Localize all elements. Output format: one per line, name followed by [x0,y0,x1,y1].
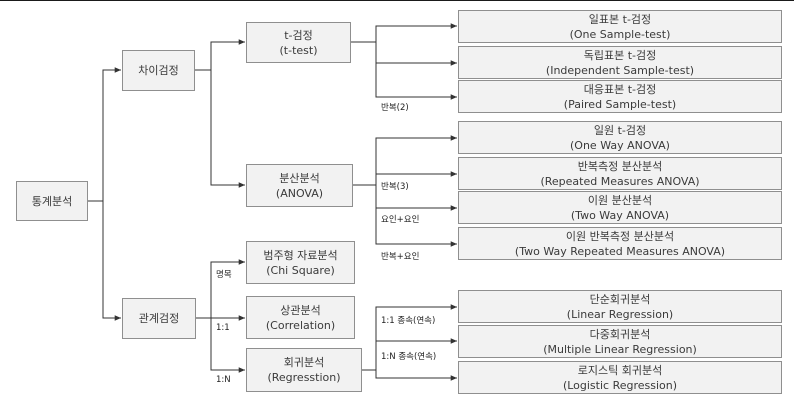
node-relation-test: 관계검정 [122,298,196,339]
leaf-one-sample-line1: 일표본 t-검정 [588,12,652,26]
leaf-logistic-regression: 로지스틱 회귀분석 (Logistic Regression) [458,361,782,394]
leaf-paired-line2: (Paired Sample-test) [563,97,677,111]
leaf-one-way-line1: 일원 t-검정 [593,123,647,137]
edge-label-factor-factor: 요인+요인 [381,215,420,225]
leaf-repeated-line2: (Repeated Measures ANOVA) [540,174,700,188]
node-chi-square: 범주형 자료분석 (Chi Square) [246,241,355,284]
node-ttest-line1: t-검정 [284,28,313,42]
node-chi-line2: (Chi Square) [266,263,335,277]
leaf-one-way-line2: (One Way ANOVA) [570,138,670,152]
edge-rel-reg [210,318,245,373]
node-correlation: 상관분석 (Correlation) [246,296,355,339]
leaf-linear-line2: (Linear Regression) [566,307,674,321]
edge-diff-ttest [195,39,245,71]
leaf-multiple-line2: (Multiple Linear Regression) [543,342,697,356]
edge-anova-repeated [375,171,457,185]
node-regression: 회귀분석 (Regresstion) [246,348,362,392]
edge-ttest-paired [375,63,457,100]
leaf-two-way-anova: 이원 분산분석 (Two Way ANOVA) [458,191,782,224]
leaf-multiple-line1: 다중회귀분석 [589,327,651,341]
leaf-linear-line1: 단순회귀분석 [589,292,651,306]
node-difference-test: 차이검정 [122,50,195,91]
leaf-one-way-anova: 일원 t-검정 (One Way ANOVA) [458,121,782,154]
node-relation-label: 관계검정 [138,312,180,325]
edge-root-difference [88,67,121,202]
edge-ttest-independent [375,42,457,66]
node-reg-line2: (Regresstion) [267,371,341,384]
edge-root-relation [102,201,121,321]
leaf-independent-line2: (Independent Sample-test) [545,63,695,77]
leaf-paired-ttest: 대응표본 t-검정 (Paired Sample-test) [458,80,782,113]
node-root: 통계분석 [16,181,88,221]
leaf-paired-line1: 대응표본 t-검정 [583,82,657,96]
edge-reg-multiple [375,338,457,370]
edge-label-one-to-one: 1:1 [216,323,230,333]
leaf-linear-regression: 단순회귀분석 (Linear Regression) [458,290,782,323]
leaf-independent-line1: 독립표본 t-검정 [583,48,657,62]
leaf-one-sample-ttest: 일표본 t-검정 (One Sample-test) [458,10,782,43]
node-reg-line1: 회귀분석 [283,356,325,369]
leaf-two-way-line2: (Two Way ANOVA) [570,208,670,222]
edge-label-one-to-n-dep: 1:N 종속(연속) [381,352,437,362]
leaf-logistic-line1: 로지스틱 회귀분석 [577,363,663,377]
node-anova: 분산분석 (ANOVA) [246,164,353,207]
leaf-two-way-rep-line1: 이원 반복측정 분산분석 [565,229,675,243]
edge-anova-oneway [353,135,457,186]
node-anova-line2: (ANOVA) [275,186,324,200]
edge-anova-twowayrep [375,208,457,247]
node-corr-line2: (Correlation) [265,318,336,332]
edge-label-one-to-n: 1:N [216,375,231,385]
leaf-two-way-rep-line2: (Two Way Repeated Measures ANOVA) [514,244,726,258]
edge-reg-logistic [375,370,457,381]
node-ttest-line2: (t-test) [279,43,318,57]
node-root-label: 통계분석 [31,194,73,208]
edge-rel-chi [196,259,245,319]
node-ttest: t-검정 (t-test) [246,22,351,63]
edge-label-nominal: 명목 [216,270,232,280]
leaf-independent-ttest: 독립표본 t-검정 (Independent Sample-test) [458,46,782,79]
node-corr-line1: 상관분석 [280,303,321,317]
node-difference-label: 차이검정 [138,64,179,77]
edge-label-repeat2: 반복(2) [381,103,409,113]
leaf-two-way-repeated-anova: 이원 반복측정 분산분석 (Two Way Repeated Measures … [458,227,782,260]
leaf-repeated-line1: 반복측정 분산분석 [577,159,663,173]
leaf-two-way-line1: 이원 분산분석 [587,193,653,207]
leaf-one-sample-line2: (One Sample-test) [569,27,671,41]
edge-label-repeat-factor: 반복+요인 [381,252,420,262]
leaf-logistic-line2: (Logistic Regression) [562,378,678,392]
top-rule [0,0,794,1]
node-chi-line1: 범주형 자료분석 [263,248,338,262]
edge-label-repeat3: 반복(3) [381,182,409,192]
edge-ttest-onesample [351,23,457,43]
edge-reg-linear [362,304,457,371]
edge-label-one-to-one-dep: 1:1 종속(연속) [381,316,436,326]
edge-diff-anova [210,70,245,188]
leaf-multiple-regression: 다중회귀분석 (Multiple Linear Regression) [458,325,782,358]
leaf-repeated-measures-anova: 반복측정 분산분석 (Repeated Measures ANOVA) [458,157,782,190]
node-anova-line1: 분산분석 [279,171,320,185]
